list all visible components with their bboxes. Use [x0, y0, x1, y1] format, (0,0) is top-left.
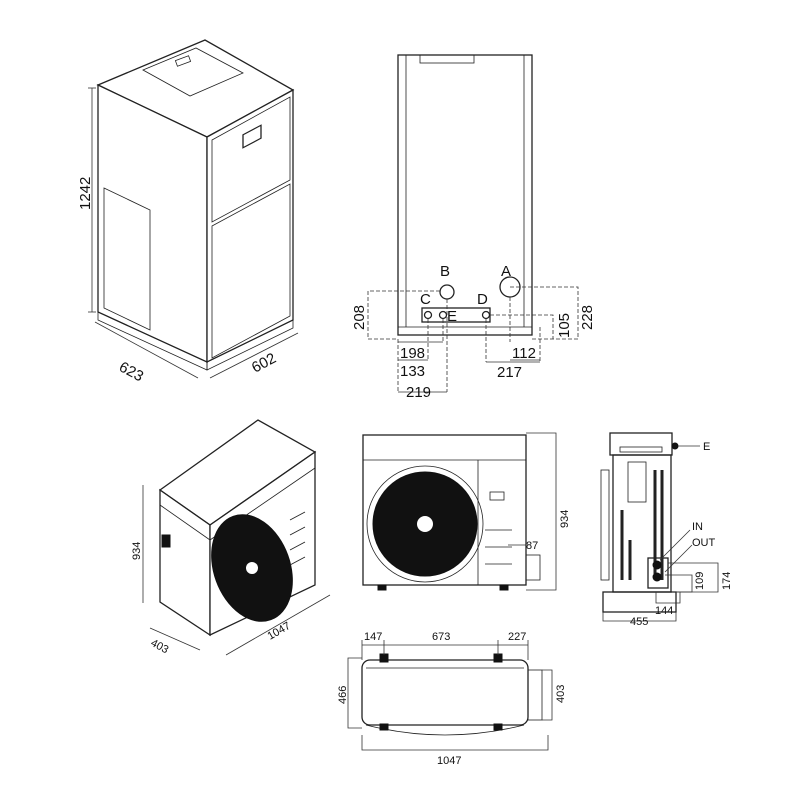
label-e: E	[447, 308, 457, 325]
dim-indoor-width: 602	[249, 350, 279, 377]
connection-b	[439, 284, 455, 300]
outdoor-unit-side-view: E IN OUT 109 174 144 455	[600, 432, 733, 628]
dim-217: 217	[497, 364, 522, 381]
connection-e	[438, 310, 448, 320]
dim-112: 112	[512, 345, 536, 362]
dim-147: 147	[364, 631, 382, 643]
indoor-unit-isometric: 1242 623 602	[77, 39, 299, 386]
indoor-unit-rear-view: B A C E D 208 228 105 198 133 219 112 21…	[351, 54, 596, 401]
label-side-e: E	[703, 441, 710, 453]
dim-indoor-depth: 623	[116, 359, 146, 386]
connection-c	[423, 310, 433, 320]
label-a: A	[501, 263, 511, 280]
label-c: C	[420, 291, 431, 308]
dim-466: 466	[337, 686, 349, 704]
dim-87: 87	[526, 540, 538, 552]
label-d: D	[477, 291, 488, 308]
dim-144: 144	[655, 605, 673, 617]
dim-top-1047: 1047	[437, 755, 461, 767]
dim-105: 105	[556, 313, 573, 338]
dim-455: 455	[630, 616, 648, 628]
dim-198: 198	[400, 345, 425, 362]
dim-outdoor-iso-height: 934	[131, 542, 143, 560]
label-in: IN	[692, 521, 703, 533]
dim-indoor-height: 1242	[77, 177, 94, 210]
outdoor-unit-isometric: 934 403 1047	[131, 419, 331, 656]
dim-228: 228	[579, 305, 596, 330]
dim-outdoor-iso-width: 1047	[266, 620, 293, 643]
outdoor-unit-front-view: 934 87	[362, 432, 571, 591]
dim-top-403: 403	[555, 685, 567, 703]
outdoor-unit-top-view: 147 673 227 466 403 1047	[337, 631, 567, 767]
dim-673: 673	[432, 631, 450, 643]
dim-outdoor-iso-depth: 403	[149, 637, 171, 656]
dim-227: 227	[508, 631, 526, 643]
label-b: B	[440, 263, 450, 280]
dim-133: 133	[400, 363, 425, 380]
dim-174: 174	[721, 572, 733, 590]
dim-outdoor-front-height: 934	[559, 510, 571, 528]
connection-d	[481, 310, 491, 320]
dim-208: 208	[351, 305, 368, 330]
dim-109: 109	[694, 572, 706, 590]
label-out: OUT	[692, 537, 716, 549]
dim-219: 219	[406, 384, 431, 401]
